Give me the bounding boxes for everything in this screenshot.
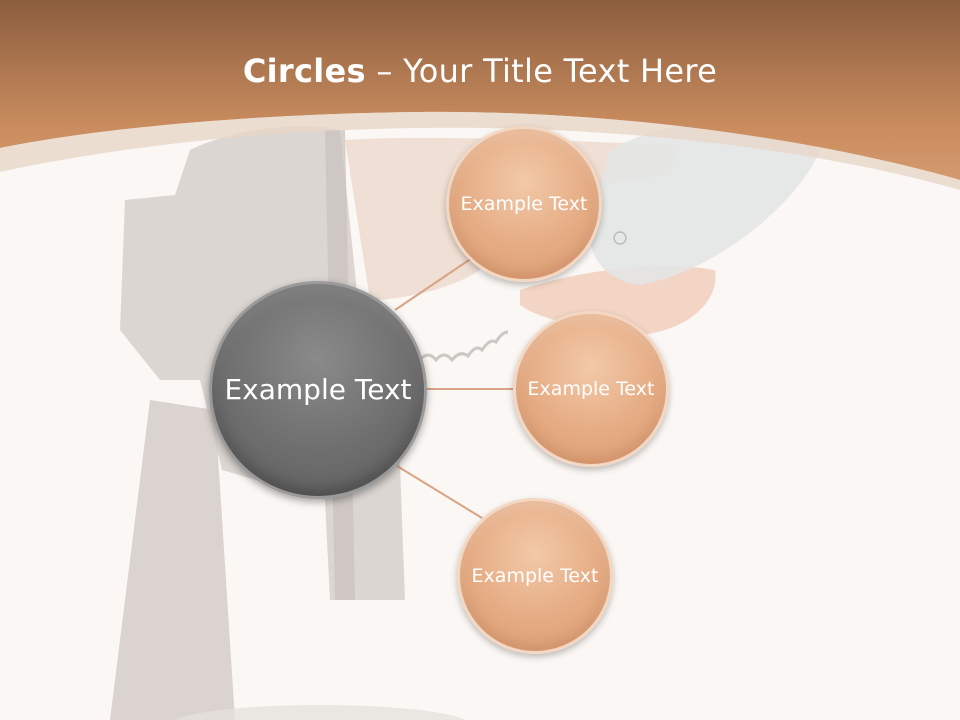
node-circle-2[interactable]: Example Text [513, 311, 669, 467]
title-bold-part: Circles [242, 52, 366, 90]
node-circle-1[interactable]: Example Text [446, 126, 602, 282]
node-circle-3[interactable]: Example Text [457, 498, 613, 654]
slide-title: Circles – Your Title Text Here [0, 52, 960, 90]
node-circle-3-label: Example Text [471, 564, 599, 587]
node-circle-2-label: Example Text [527, 377, 655, 400]
title-rest-part: – Your Title Text Here [365, 52, 718, 90]
header-band [0, 0, 960, 190]
center-circle[interactable]: Example Text [209, 281, 427, 499]
center-circle-label: Example Text [224, 373, 412, 407]
node-circle-1-label: Example Text [460, 192, 588, 215]
connector-3 [396, 465, 483, 519]
connector-1 [394, 257, 473, 311]
